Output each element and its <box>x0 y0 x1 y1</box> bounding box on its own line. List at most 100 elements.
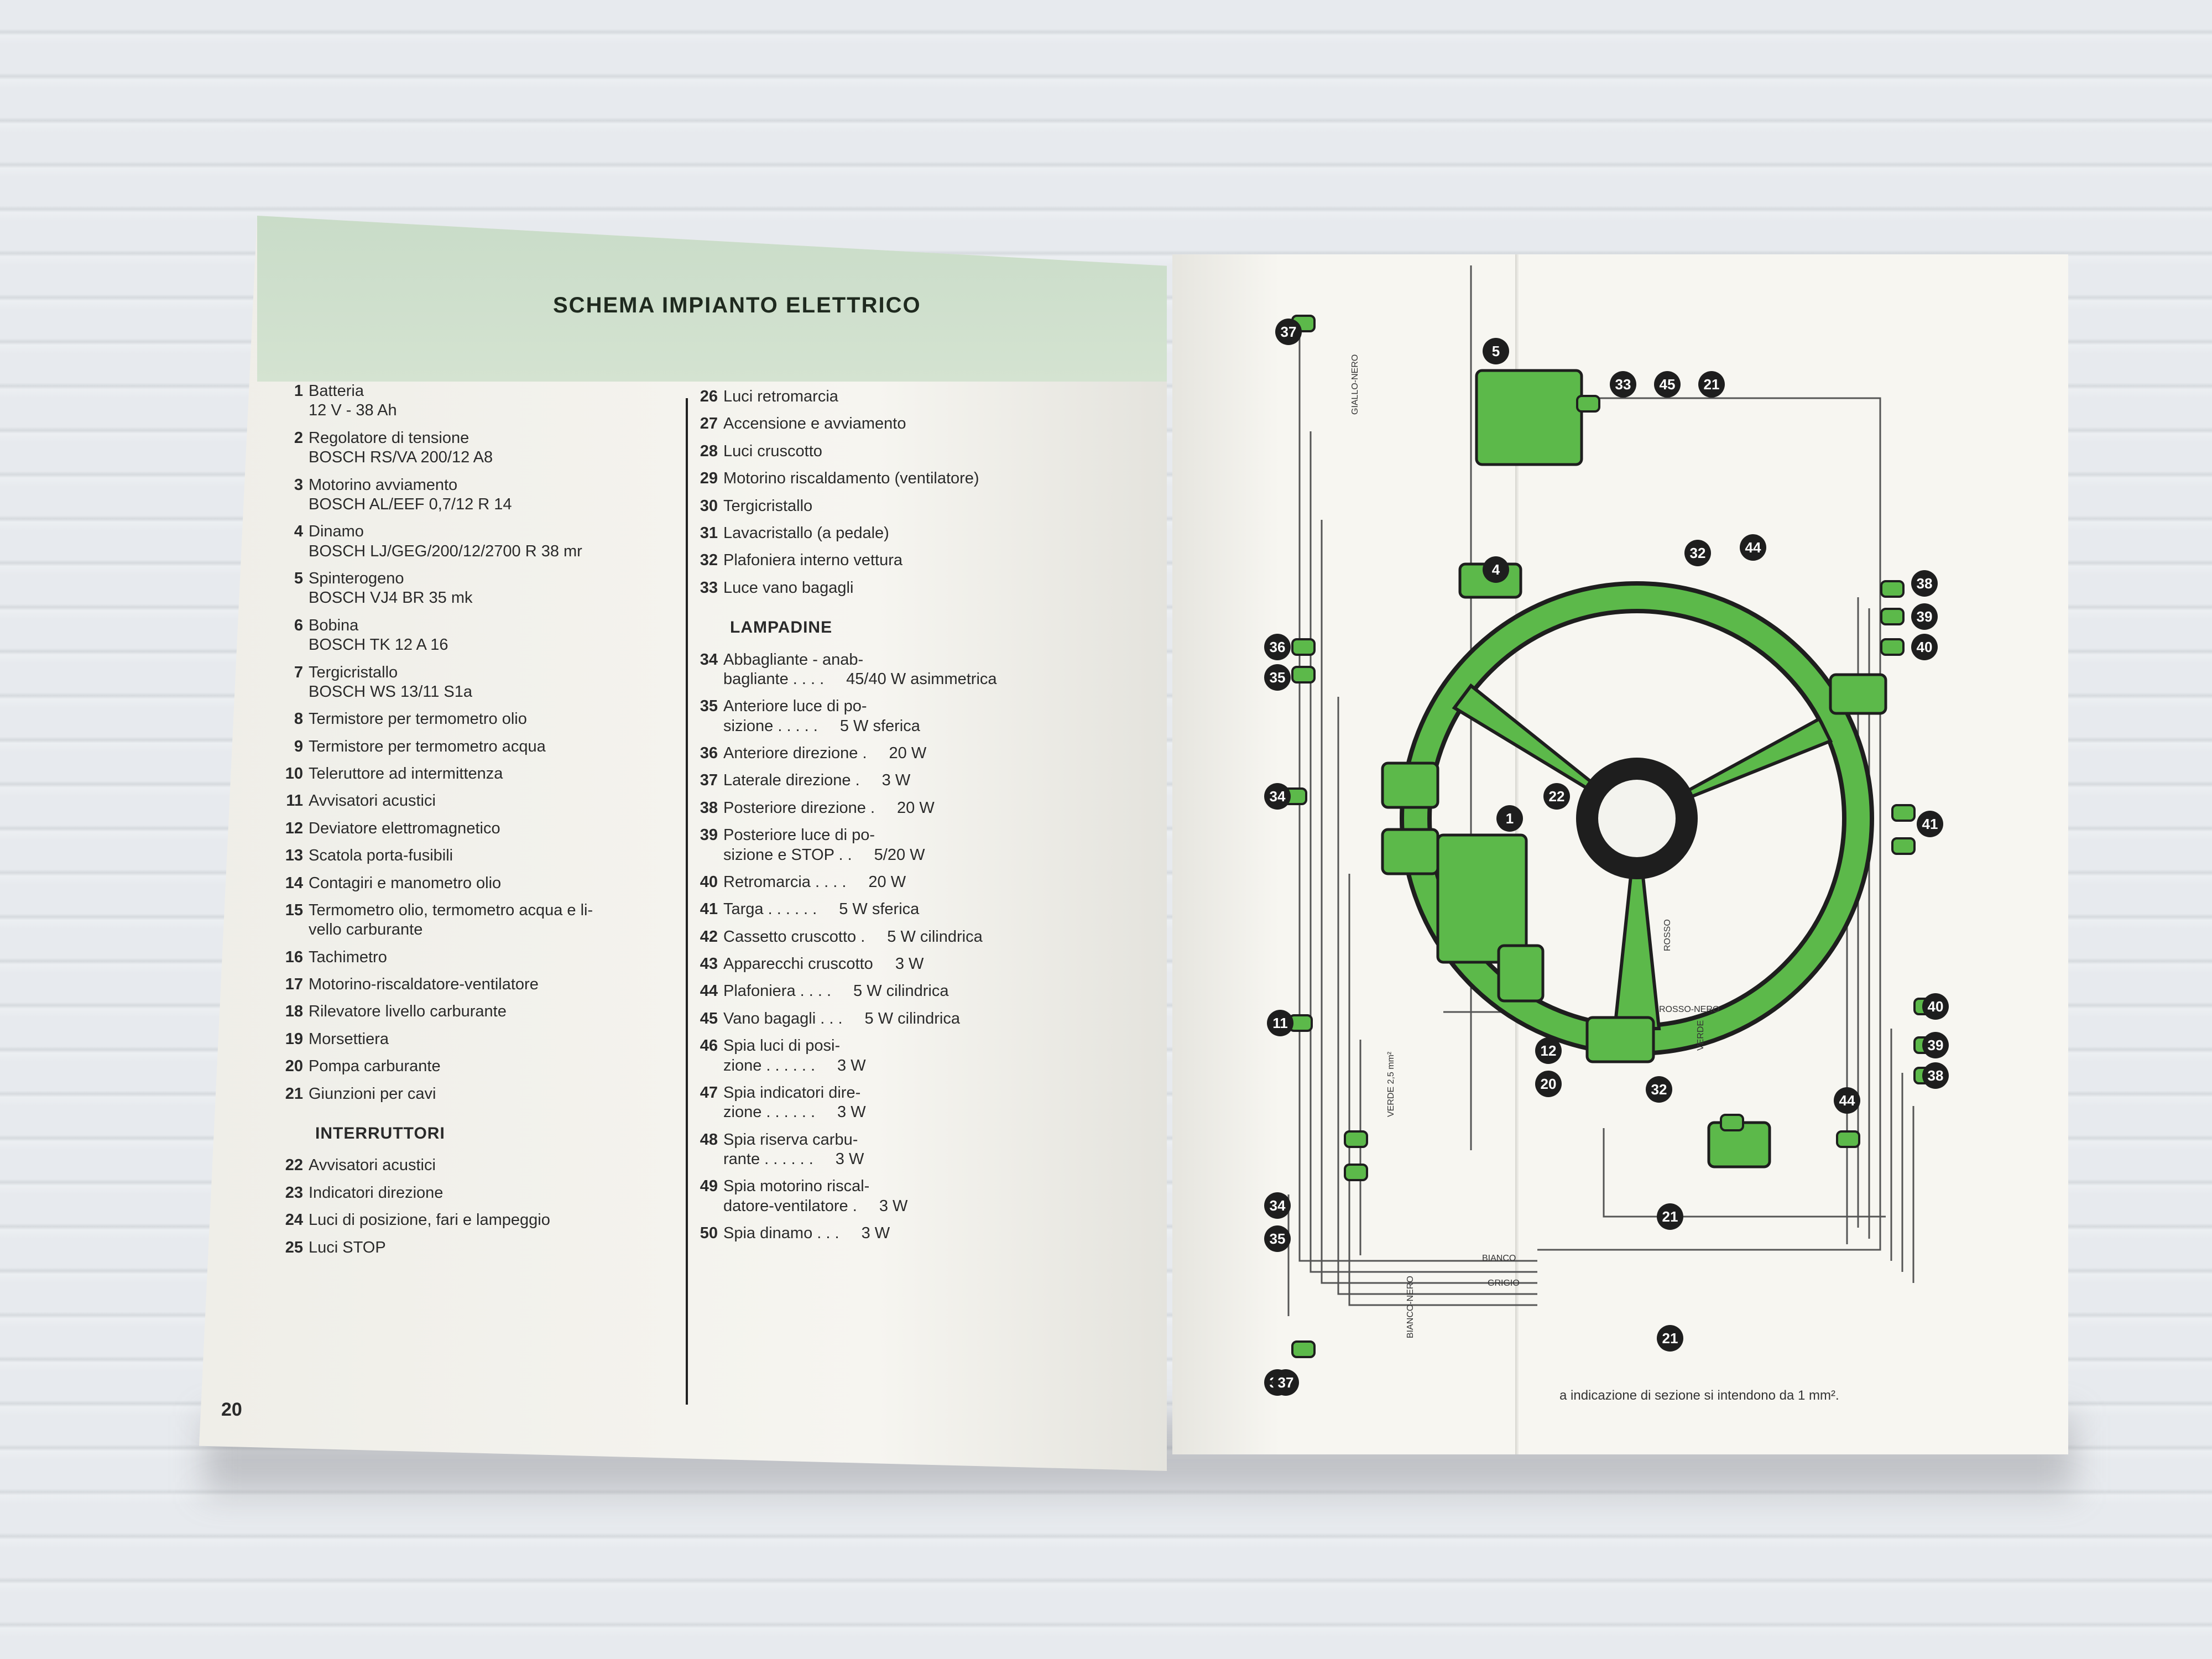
item-label: Tergicristallo <box>723 497 813 515</box>
page-title: SCHEMA IMPIANTO ELETTRICO <box>553 293 921 317</box>
item-label: Retromarcia . . . . <box>723 873 847 891</box>
item-sublabel: BOSCH AL/EEF 0,7/12 R 14 <box>309 495 512 513</box>
callout-number: 35 <box>1270 669 1286 686</box>
callout-badge <box>1922 993 1949 1020</box>
item-sublabel: datore-ventilatore . <box>723 1197 857 1215</box>
item-label: Motorino riscaldamento (ventilatore) <box>723 469 979 488</box>
callout-number: 32 <box>1651 1081 1667 1098</box>
callout-badge <box>1657 1325 1683 1352</box>
callout-number: 41 <box>1922 816 1938 832</box>
callout-badge <box>1740 534 1766 561</box>
wire-label: ROSSO-NERO <box>1659 1005 1719 1014</box>
item-label: Morsettiera <box>309 1030 389 1048</box>
page-number: 20 <box>221 1399 242 1420</box>
callout-number: 20 <box>1541 1076 1557 1092</box>
callout-badge <box>1264 634 1291 660</box>
item-label: Contagiri e manometro olio <box>309 874 502 892</box>
callout-number: 12 <box>1541 1042 1557 1059</box>
item-sub-row: rante . . . . . .3 W <box>697 1150 1156 1169</box>
electrical-component <box>1381 761 1439 809</box>
item-number: 15 <box>285 901 303 919</box>
item-number: 38 <box>700 799 718 817</box>
item-label: Plafoniera . . . . <box>723 982 832 1000</box>
callout-badge <box>1267 1010 1293 1036</box>
item-number: 20 <box>285 1057 303 1076</box>
item-number: 13 <box>285 847 303 865</box>
item-label: Spia luci di posi- <box>723 1037 841 1055</box>
wire-label: ROSSO <box>1663 919 1672 951</box>
item-value: 3 W <box>837 1103 866 1121</box>
item-label: Scatola porta-fusibili <box>309 847 453 865</box>
item-number: 49 <box>700 1177 718 1196</box>
callout-number: 36 <box>1270 639 1286 655</box>
callout-number: 39 <box>1917 608 1933 625</box>
electrical-component <box>1436 833 1528 964</box>
lamps-heading: LAMPADINE <box>730 618 833 637</box>
item-value: 20 W <box>889 744 927 763</box>
item-label: Termistore per termometro olio <box>309 710 527 728</box>
item-sub-row: zione . . . . . .3 W <box>697 1103 1156 1122</box>
item-number: 9 <box>294 737 303 755</box>
wire-label: VERDE <box>1696 1020 1705 1051</box>
item-label: Spia dinamo . . . <box>723 1224 839 1243</box>
item-sublabel: 12 V - 38 Ah <box>309 401 397 420</box>
item-number: 8 <box>294 710 303 728</box>
lamp-socket <box>1836 1130 1860 1148</box>
wire-label: BIANCO <box>1482 1254 1516 1263</box>
callout-badge <box>1646 1076 1672 1103</box>
item-label: Spia riserva carbu- <box>723 1130 858 1149</box>
item-value: 45/40 W asimmetrica <box>846 670 997 688</box>
item-sublabel: rante . . . . . . <box>723 1150 813 1168</box>
callout-number: 34 <box>1270 788 1286 805</box>
item-label: Spia indicatori dire- <box>723 1083 861 1102</box>
item-label: Lavacristallo (a pedale) <box>723 524 889 542</box>
item-value: 5/20 W <box>874 846 925 864</box>
item-label: Anteriore luce di po- <box>723 697 867 716</box>
callout-badge <box>1264 1225 1291 1252</box>
item-value: 20 W <box>868 873 906 891</box>
callout-number: 45 <box>1660 376 1676 393</box>
item-label: Tergicristallo <box>309 663 398 681</box>
item-number: 4 <box>294 523 303 541</box>
callout-badge <box>1911 570 1938 597</box>
item-number: 3 <box>294 476 303 494</box>
list-item: 8 Termistore per termometro olio <box>282 709 669 729</box>
lamp-socket <box>1720 1114 1744 1131</box>
electrical-component <box>1829 673 1887 715</box>
item-label: Abbagliante - anab- <box>723 650 864 669</box>
item-number: 11 <box>286 792 303 810</box>
item-number: 18 <box>285 1003 303 1021</box>
item-number: 35 <box>700 697 718 716</box>
item-sublabel: zione . . . . . . <box>723 1056 816 1074</box>
item-sublabel: BOSCH VJ4 BR 35 mk <box>309 589 473 607</box>
wire-label: GRIGIO <box>1488 1279 1520 1288</box>
wiring-diagram: 3736353411343536375412212203345213244383… <box>1264 265 1949 1396</box>
callout-badge <box>1698 371 1725 398</box>
callout-number: 38 <box>1917 575 1933 592</box>
item-label: Avvisatori acustici <box>309 792 436 810</box>
item-number: 24 <box>285 1211 303 1229</box>
item-number: 44 <box>700 982 718 1000</box>
callout-badge <box>1917 811 1943 837</box>
callout-badge <box>1911 603 1938 630</box>
item-number: 48 <box>700 1130 718 1149</box>
diagram-footnote: a indicazione di sezione si intendono da… <box>1559 1388 1839 1403</box>
column-divider <box>686 398 688 1405</box>
